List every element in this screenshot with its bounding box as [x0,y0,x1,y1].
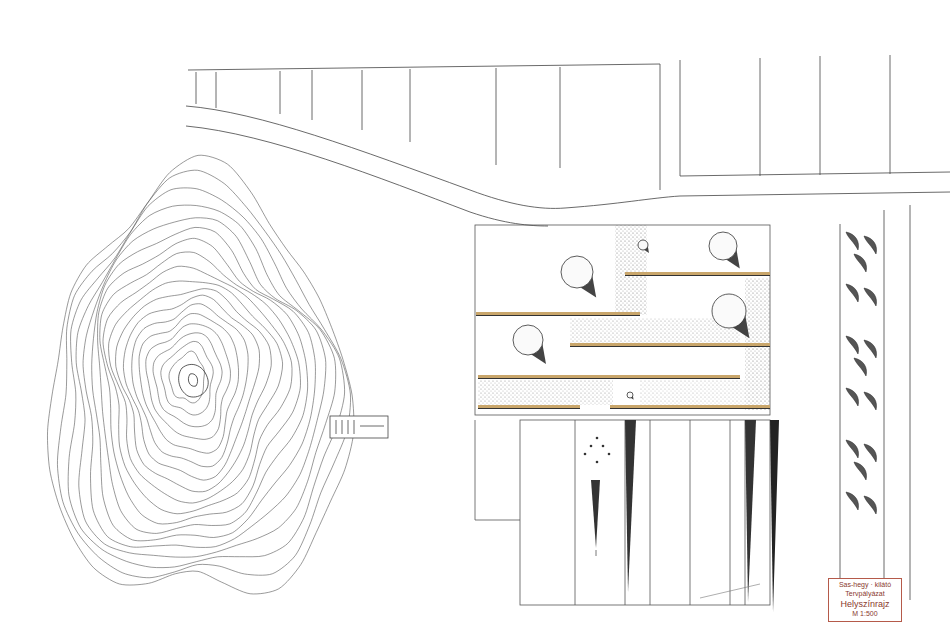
tree-row [846,232,877,514]
contour-lines [47,155,353,594]
lookout-pier [330,416,388,438]
site-layout [475,225,779,612]
title-block: Sas-hegy · kilátóTervpályázatHelyszínraj… [828,578,902,622]
title-text: Helyszínrajz [833,599,897,610]
title-text: Tervpályázat [833,590,897,599]
street-outlines [186,55,950,600]
title-text: Sas-hegy · kilátó [833,581,897,590]
title-text: M 1:500 [833,610,897,619]
